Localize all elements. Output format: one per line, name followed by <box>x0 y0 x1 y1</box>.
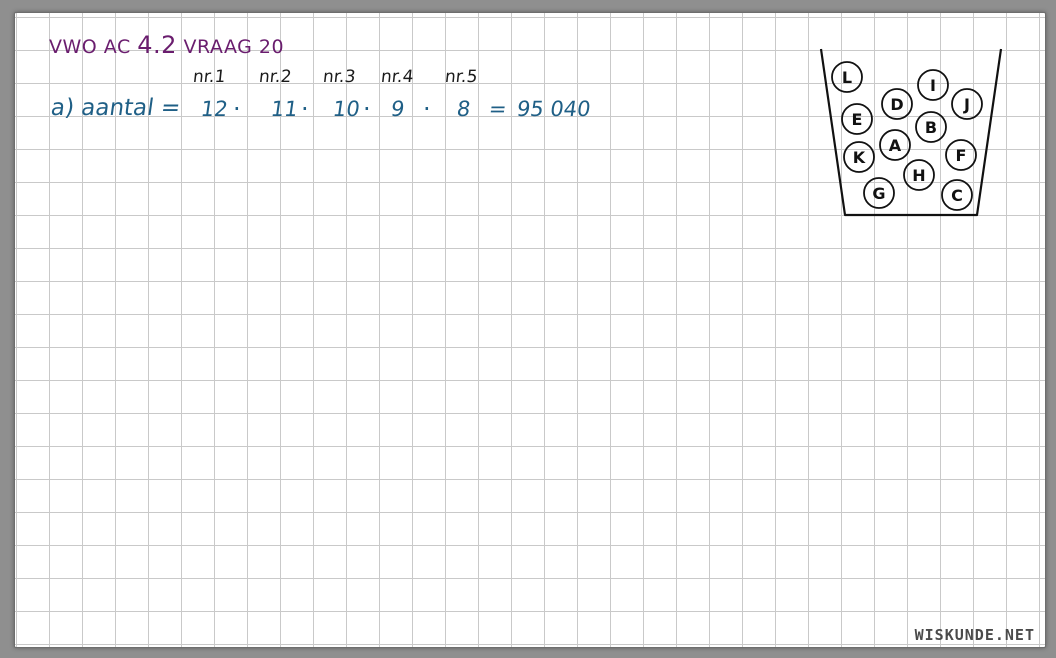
answer-result: 95 040 <box>515 97 593 121</box>
ball-letter: G <box>872 184 885 203</box>
ball-letter: D <box>890 95 903 114</box>
ball-letter: C <box>951 186 963 205</box>
position-label-2: nr.2 <box>257 67 293 87</box>
position-label-4: nr.4 <box>379 67 415 87</box>
ball-G: G <box>863 177 895 209</box>
ball-letter: F <box>956 146 967 165</box>
factor-2: 11 <box>269 97 300 121</box>
ball-F: F <box>945 139 977 171</box>
multiply-dot-1: · <box>233 95 241 123</box>
multiply-dot-4: · <box>423 95 431 123</box>
ball-H: H <box>903 159 935 191</box>
multiply-dot-2: · <box>301 95 309 123</box>
factor-3: 10 <box>331 97 362 121</box>
factor-5: 8 <box>455 97 473 121</box>
ball-I: I <box>917 69 949 101</box>
ball-letter: E <box>852 110 863 129</box>
watermark: WISKUNDE.NET <box>914 626 1035 644</box>
equals-sign: = <box>487 97 509 121</box>
ball-letter: K <box>853 148 866 167</box>
ball-B: B <box>915 111 947 143</box>
ball-letter: L <box>842 68 852 87</box>
urn-drawing: L I D J E B A F K H G C <box>819 48 1003 217</box>
title-chapter: 4.2 <box>137 31 177 59</box>
answer-label: a) aantal = <box>49 95 183 121</box>
factor-1: 12 <box>199 97 230 121</box>
ball-K: K <box>843 141 875 173</box>
position-label-3: nr.3 <box>321 67 357 87</box>
ball-letter: B <box>925 118 937 137</box>
ball-D: D <box>881 88 913 120</box>
page-title: VWO AC 4.2 VRAAG 20 <box>49 31 284 59</box>
ball-A: A <box>879 129 911 161</box>
ball-E: E <box>841 103 873 135</box>
ball-letter: I <box>930 76 936 95</box>
factor-4: 9 <box>389 97 407 121</box>
ball-letter: A <box>889 136 902 155</box>
ball-letter: J <box>963 95 970 114</box>
ball-C: C <box>941 179 973 211</box>
multiply-dot-3: · <box>363 95 371 123</box>
title-suffix: VRAAG 20 <box>183 36 285 58</box>
ball-letter: H <box>912 166 925 185</box>
ball-L: L <box>831 61 863 93</box>
urn-outline <box>819 48 1003 217</box>
ball-J: J <box>951 88 983 120</box>
whiteboard: VWO AC 4.2 VRAAG 20 nr.1 nr.2 nr.3 nr.4 … <box>14 12 1046 648</box>
position-label-1: nr.1 <box>191 67 227 87</box>
position-label-5: nr.5 <box>443 67 479 87</box>
title-prefix: VWO AC <box>49 36 131 58</box>
